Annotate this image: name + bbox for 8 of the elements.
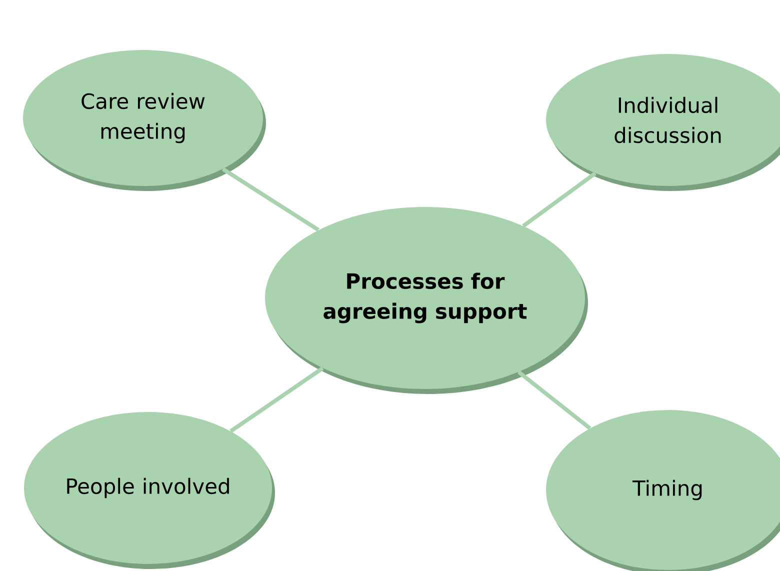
ellipse-node: Care review meeting [23, 50, 266, 191]
connector-line [522, 172, 597, 228]
ellipse-node: People involved [24, 412, 275, 569]
connector-line [517, 370, 592, 430]
ellipse-node: Individual discussion [546, 54, 780, 191]
ellipse-node: Processes for agreeing support [265, 207, 588, 394]
connector-line [222, 167, 320, 232]
connector-line [230, 366, 324, 433]
